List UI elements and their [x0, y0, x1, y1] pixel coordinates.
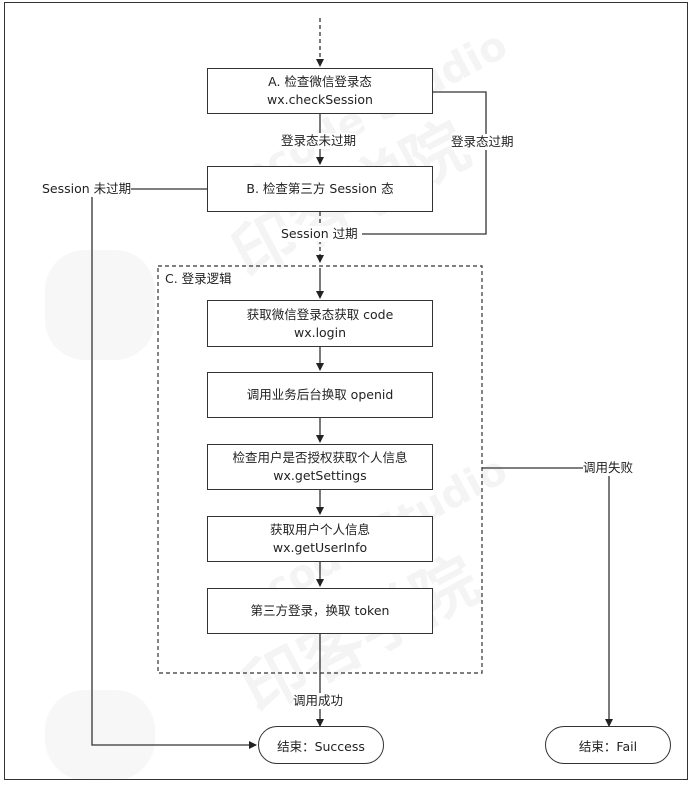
node-c4-line2: wx.getUserInfo	[272, 540, 368, 555]
diagram-frame	[4, 2, 688, 780]
node-c4-line1: 获取用户个人信息	[269, 522, 370, 537]
edge-label-call-fail: 调用失败	[583, 460, 634, 476]
end-success-label: 结束：Success	[277, 738, 365, 754]
edge-a-expired	[362, 91, 487, 235]
node-b-line1: B. 检查第三方 Session 态	[246, 181, 394, 196]
node-c1-line1: 获取微信登录态获取 code	[246, 306, 394, 322]
node-check-wechat-session: A. 检查微信登录态 wx.checkSession	[207, 68, 433, 114]
edge-label-session-expired: 登录态过期	[451, 134, 514, 150]
group-c-login	[157, 265, 483, 674]
edge-label-call-success: 调用成功	[293, 693, 344, 709]
node-third-login-token: 第三方登录，换取 token	[207, 588, 433, 634]
node-c5-line1: 第三方登录，换取 token	[250, 603, 390, 618]
node-wx-login: 获取微信登录态获取 code wx.login	[207, 300, 433, 347]
node-wx-get-settings: 检查用户是否授权获取个人信息 wx.getSettings	[207, 444, 433, 490]
end-fail-label: 结束：Fail	[578, 738, 638, 754]
edge-label-third-not-expired: Session 未过期	[42, 181, 132, 197]
node-check-third-session: B. 检查第三方 Session 态	[207, 166, 433, 212]
node-wx-get-userinfo: 获取用户个人信息 wx.getUserInfo	[207, 516, 433, 562]
edge-label-session-valid: 登录态未过期	[281, 133, 357, 149]
node-c3-line1: 检查用户是否授权获取个人信息	[232, 450, 408, 465]
group-c-title: C. 登录逻辑	[165, 271, 232, 287]
end-success: 结束：Success	[258, 726, 384, 764]
node-get-openid: 调用业务后台换取 openid	[207, 372, 433, 418]
node-c2-line1: 调用业务后台换取 openid	[246, 387, 394, 402]
node-c1-line2: wx.login	[293, 324, 347, 340]
node-a-line1: A. 检查微信登录态	[268, 74, 372, 89]
edge-label-third-expired: Session 过期	[281, 226, 358, 242]
edge-b-success	[91, 188, 257, 749]
edge-c-fail	[482, 467, 613, 727]
node-a-line2: wx.checkSession	[267, 92, 373, 107]
end-fail: 结束：Fail	[545, 726, 671, 764]
node-c3-line2: wx.getSettings	[273, 468, 367, 483]
